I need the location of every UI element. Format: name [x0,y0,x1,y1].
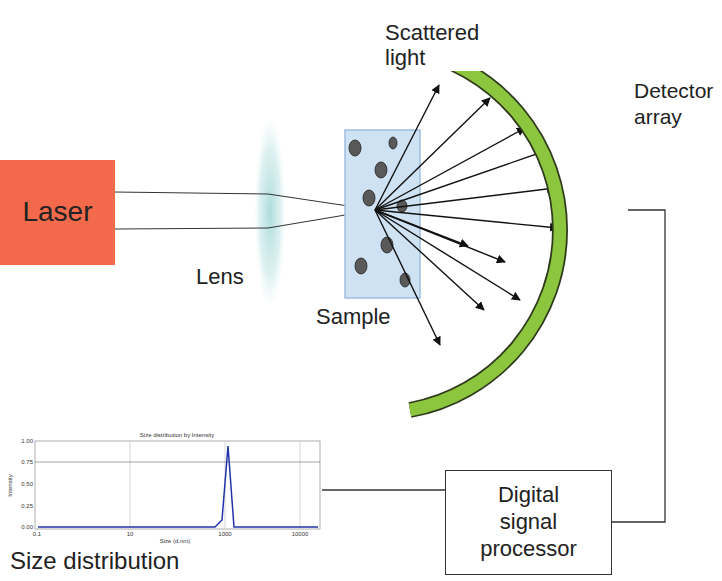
axis-tick: 10000 [287,531,313,538]
detector-outline [410,50,560,410]
chart-frame [35,441,320,529]
scattered-ray [375,210,468,246]
processor-box: Digital signal processor [445,470,612,575]
particle [349,140,361,156]
laser-box: Laser [0,160,115,265]
scattered-ray [375,188,555,210]
chart-gridline [35,462,320,463]
part-label: Lens [196,264,244,289]
axis-tick: 0.1 [27,531,47,538]
node-label: Laser [22,195,92,229]
lens [255,120,285,304]
scattered-ray [375,150,548,210]
axis-tick: 1000 [212,531,238,538]
laser-beam [115,192,375,210]
node-label: Detector array [634,78,718,129]
axis-tick: 10 [120,531,140,538]
axis-tick: 0.25 [18,503,33,510]
chart-gridline [300,441,301,529]
axis-title: Size (d.nm) [150,538,200,545]
particle [355,258,367,274]
axis-tick: 1.00 [18,438,33,445]
node-label: Digital signal processor [473,482,585,562]
scattered-ray [375,98,490,210]
size-curve [38,446,318,527]
chart-gridline [130,441,131,529]
callout-label: Scattered light [385,20,489,71]
detector-arc [400,40,628,420]
part-label: Sample [316,304,391,329]
scattered-ray [375,210,505,262]
particle [389,137,397,149]
particle [363,190,375,206]
scattered-ray [375,128,525,210]
axis-title: Intensity [7,467,14,503]
scattered-ray [375,210,484,310]
axis-tick: 0.00 [18,524,33,531]
particle [375,162,387,178]
chart-title: Size distribution by Intensity [117,432,237,439]
scattered-ray [375,210,558,228]
caption: Size distribution [10,546,270,575]
detector-array: Detector array [400,40,628,420]
laser-beam [115,210,375,229]
axis-tick: 0.50 [18,481,33,488]
axis-tick: 0.75 [18,459,33,466]
chart-grid [130,441,300,529]
signal-wire [322,489,445,490]
signal-wire [612,210,665,522]
size-chart: Size distribution [0,425,322,581]
detector-band [410,50,560,410]
